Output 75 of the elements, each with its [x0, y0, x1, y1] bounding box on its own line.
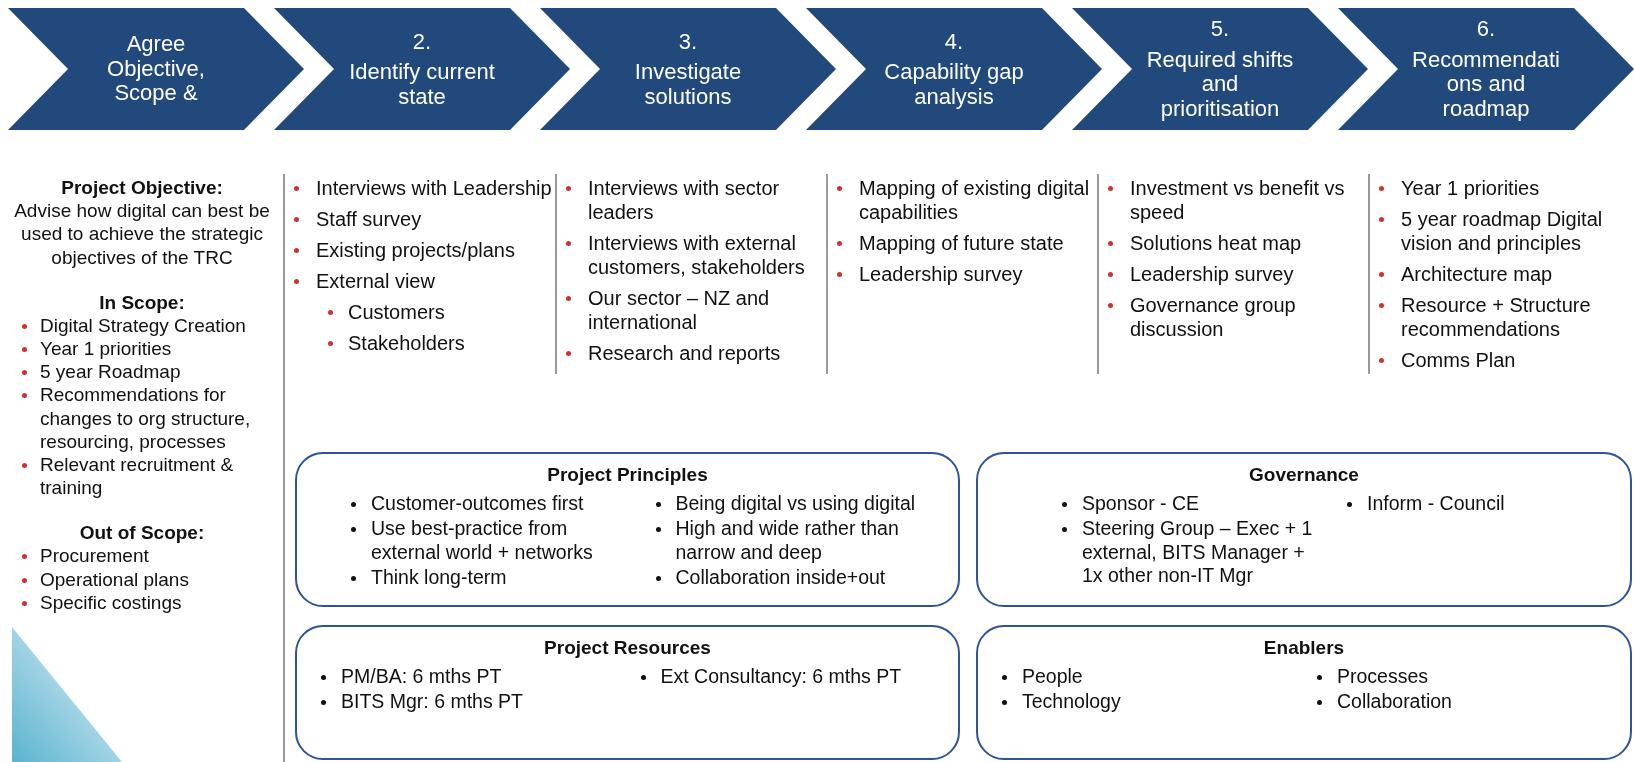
bullet-item: Sponsor - CE — [1058, 492, 1325, 516]
bullet-item: Customer-outcomes first — [347, 492, 634, 516]
bullet-item: PM/BA: 6 mths PT — [317, 665, 619, 689]
bullet-item: External view — [290, 269, 552, 293]
bullet-item: Interviews with Leadership — [290, 176, 552, 200]
bullet-item: Inform - Council — [1343, 492, 1610, 516]
bullet-item: Our sector – NZ and international — [562, 286, 824, 334]
chevron-step — [540, 8, 836, 130]
bullet-item: Think long-term — [347, 566, 634, 590]
bullet-item: Interviews with sector leaders — [562, 176, 824, 224]
bullet-item: Stakeholders — [290, 331, 552, 355]
chevron-step — [8, 8, 304, 130]
step-title: Identify current state — [348, 60, 496, 110]
step-number: 4. — [944, 28, 964, 54]
section-heading: Project Objective: — [60, 176, 224, 200]
bullet-item: Collaboration — [1313, 690, 1610, 714]
bullet-item: Staff survey — [290, 207, 552, 231]
step-number: 5. — [1210, 16, 1230, 42]
bullet-item: Being digital vs using digital — [651, 492, 938, 516]
bullet-item: Collaboration inside+out — [651, 566, 938, 590]
objective-text: Advise how digital can best be used to achieve the strategic objectives of the TRC — [13, 199, 271, 269]
bullet-item: BITS Mgr: 6 mths PT — [317, 690, 619, 714]
step-title: Required shifts and prioritisation — [1145, 47, 1295, 122]
panel-heading: Project Principles — [547, 464, 708, 486]
panel-heading: Project Resources — [544, 637, 711, 659]
chevron-step — [806, 8, 1102, 130]
step-number: 3. — [678, 28, 698, 54]
chevron-step — [1072, 8, 1368, 130]
bullet-item: Year 1 priorities — [8, 337, 276, 361]
section-heading: In Scope: — [98, 290, 186, 314]
bullet-item: Use best-practice from external world + networks — [347, 517, 634, 565]
bullet-item: Research and reports — [562, 341, 824, 365]
info-panel — [976, 625, 1632, 760]
bullet-item: Leadership survey — [833, 262, 1095, 286]
bullet-item: High and wide rather than narrow and deep — [651, 517, 938, 565]
bullet-item: People — [998, 665, 1295, 689]
bullet-item: Architecture map — [1375, 262, 1631, 286]
panel-heading: Enablers — [1263, 637, 1345, 659]
bullet-item: Processes — [1313, 665, 1610, 689]
bullet-item: Recommendations for changes to org structure, resourcing, processes — [8, 383, 276, 453]
bullet-item: Steering Group – Exec + 1 external, BITS Manager + 1x other non-IT Mgr — [1058, 517, 1325, 588]
section-heading: Out of Scope: — [78, 521, 206, 545]
bullet-item: Relevant recruitment & training — [8, 452, 276, 500]
bullet-item: Interviews with external customers, stakeholders — [562, 231, 824, 279]
bullet-item: Ext Consultancy: 6 mths PT — [636, 665, 938, 689]
bullet-item: Leadership survey — [1104, 262, 1366, 286]
bullet-item: Specific costings — [8, 590, 276, 614]
bullet-item: Comms Plan — [1375, 348, 1631, 372]
bullet-item: Operational plans — [8, 567, 276, 591]
step-title: Investigate solutions — [633, 60, 743, 110]
bullet-item: Existing projects/plans — [290, 238, 552, 262]
bullet-item: Procurement — [8, 544, 276, 568]
bullet-item: Digital Strategy Creation — [8, 313, 276, 338]
bullet-item: Resource + Structure recommendations — [1375, 293, 1631, 341]
bullet-item: Mapping of future state — [833, 231, 1095, 255]
bullet-item: Year 1 priorities — [1375, 176, 1631, 200]
bullet-item: Governance group discussion — [1104, 293, 1366, 341]
chevron-step — [1338, 8, 1634, 130]
info-panel — [295, 452, 960, 607]
info-panel — [976, 452, 1632, 607]
bullet-item: Mapping of existing digital capabilities — [833, 176, 1095, 224]
bullet-item: Solutions heat map — [1104, 231, 1366, 255]
step-title: Agree Objective, Scope & — [106, 32, 206, 106]
step-number: 6. — [1476, 16, 1496, 42]
panel-heading: Governance — [1249, 464, 1359, 486]
step-title: Capability gap analysis — [883, 60, 1025, 110]
bullet-item: Customers — [290, 300, 552, 324]
step-number: 2. — [412, 28, 432, 54]
chevron-step — [274, 8, 570, 130]
step-title: Recommendations and roadmap — [1411, 47, 1561, 122]
bullet-item: 5 year Roadmap — [8, 360, 276, 384]
info-panel — [295, 625, 960, 760]
bullet-item: Technology — [998, 690, 1295, 714]
bullet-item: Investment vs benefit vs speed — [1104, 176, 1366, 224]
bullet-item: 5 year roadmap Digital vision and principles — [1375, 207, 1631, 255]
